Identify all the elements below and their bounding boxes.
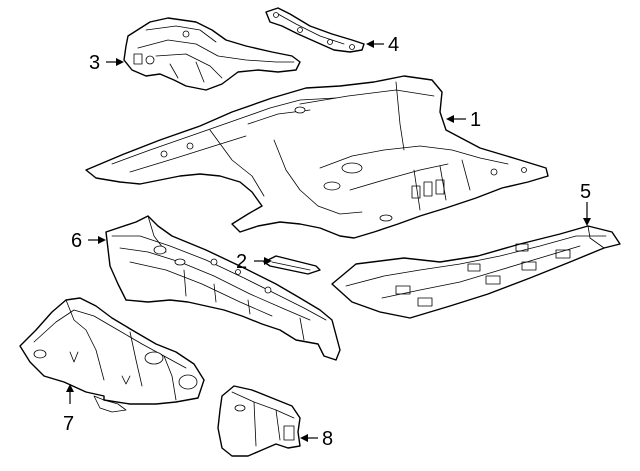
callout-label-8: 8 [322, 428, 333, 450]
callout-3: 3 [89, 52, 124, 74]
callout-label-5: 5 [580, 181, 591, 203]
callout-label-3: 3 [89, 52, 100, 74]
part-4-brace[interactable] [265, 7, 365, 53]
callout-8: 8 [300, 428, 333, 450]
callout-6: 6 [71, 230, 106, 252]
part-1-floor-pan[interactable] [85, 75, 549, 239]
callout-label-1: 1 [470, 109, 481, 131]
callout-7: 7 [63, 384, 74, 435]
callout-2: 2 [236, 251, 272, 273]
part-5-underbody-shield[interactable] [331, 225, 621, 319]
part-7-heat-shield[interactable] [19, 297, 205, 413]
part-8-small-shield[interactable] [217, 385, 301, 457]
callout-5: 5 [580, 181, 591, 226]
part-6-tunnel-reinforcement[interactable] [105, 215, 341, 361]
part-2-plate[interactable] [263, 255, 321, 275]
part-3-crossmember-bracket[interactable] [123, 17, 301, 91]
callout-label-4: 4 [388, 34, 399, 56]
callout-label-7: 7 [63, 413, 74, 435]
callout-label-6: 6 [71, 230, 82, 252]
callout-1: 1 [446, 109, 481, 131]
callout-label-2: 2 [236, 251, 247, 273]
callout-4: 4 [366, 34, 399, 56]
